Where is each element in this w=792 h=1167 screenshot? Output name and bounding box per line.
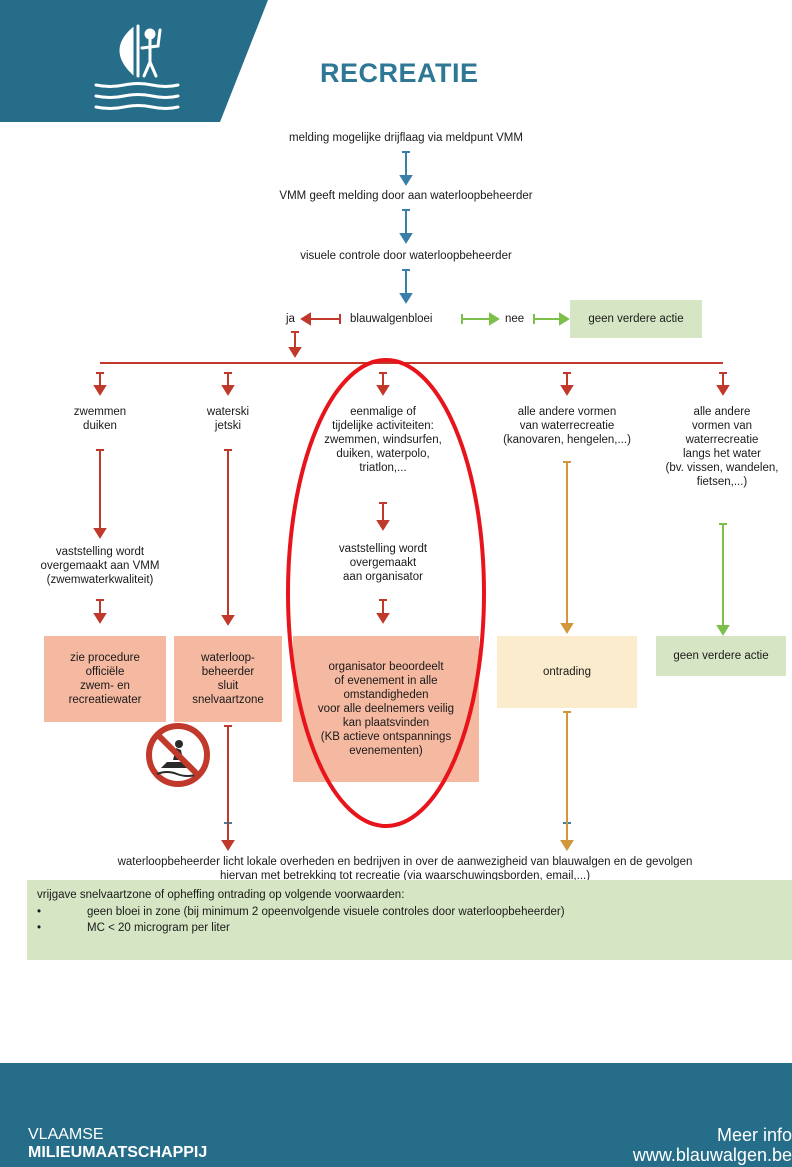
- condition-item: • MC < 20 microgram per liter: [37, 922, 230, 934]
- header-banner-shape: [0, 0, 268, 122]
- step-inspection: visuele controle door waterloopbeheerder: [300, 250, 512, 262]
- step-report: melding mogelijke drijflaag via meldpunt…: [289, 132, 523, 144]
- col4-box: ontrading: [497, 636, 637, 708]
- conditions-box: vrijgave snelvaartzone of opheffing ontr…: [27, 880, 792, 960]
- footer: VLAAMSE MILIEUMAATSCHAPPIJ Meer info www…: [0, 1063, 792, 1167]
- header-banner: [0, 0, 268, 122]
- condition-item: • geen bloei in zone (bij minimum 2 opee…: [37, 906, 565, 918]
- no-action-box: geen verdere actie: [570, 300, 702, 338]
- decision-label: blauwalgenbloei: [350, 313, 433, 325]
- org-name-line1: VLAAMSE: [28, 1126, 104, 1143]
- conditions-intro: vrijgave snelvaartzone of opheffing ontr…: [37, 889, 405, 901]
- info-url: www.blauwalgen.be: [632, 1145, 792, 1165]
- yes-label: ja: [286, 313, 295, 325]
- conditions-list: • geen bloei in zone (bij minimum 2 opee…: [27, 904, 565, 936]
- inform-text: waterloopbeheerder licht lokale overhede…: [117, 856, 693, 882]
- org-name-line2: MILIEUMAATSCHAPPIJ: [28, 1144, 208, 1161]
- sailboat-icon: [94, 24, 180, 110]
- info-line1: Meer info: [716, 1125, 792, 1145]
- no-label: nee: [505, 313, 525, 325]
- step-forward: VMM geeft melding door aan waterloopbehe…: [279, 190, 533, 202]
- page-title: RECREATIE: [320, 58, 479, 88]
- col5-box: geen verdere actie: [656, 636, 786, 676]
- no-jetski-icon: [146, 723, 210, 787]
